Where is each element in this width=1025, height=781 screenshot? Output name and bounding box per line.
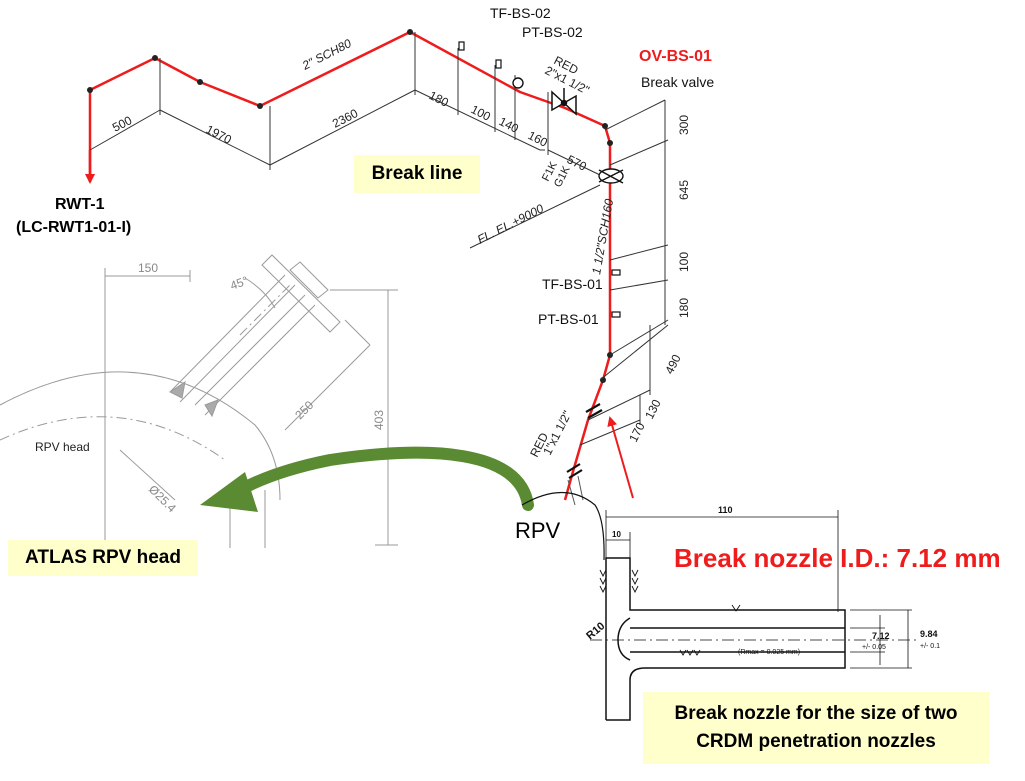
break-nozzle-note-line-2: CRDM penetration nozzles (696, 731, 936, 752)
dim-984-tol: +/- 0.1 (920, 643, 940, 650)
nozzle-stub-lines (567, 475, 584, 506)
reducer-symbols (512, 77, 624, 184)
ov-bs-01-label: OV-BS-01 (639, 48, 712, 65)
dim-150: 150 (138, 261, 158, 275)
tf-bs-01-label: TF-BS-01 (542, 276, 603, 292)
pipe-2in-label: 2" SCH80 (299, 36, 354, 73)
red-bottom-size: 1"x1 1/2" (540, 408, 574, 457)
dim-500: 500 (110, 113, 134, 135)
green-arrow (200, 446, 534, 512)
dim-10: 10 (612, 530, 621, 539)
instrument-taps (458, 41, 621, 318)
dim-490: 490 (662, 352, 684, 376)
dim-100b: 100 (677, 252, 691, 272)
tf-bs-02-label: TF-BS-02 (490, 5, 551, 21)
dim-712-tol: +/- 0.05 (862, 644, 886, 651)
dim-645: 645 (677, 180, 691, 200)
rpv-shell-arc (521, 491, 605, 561)
dim-984: 9.84 (920, 629, 938, 639)
pipe-1-5in-label: 1 1/2"SCH160 (589, 198, 616, 276)
dim-170: 170 (626, 420, 648, 444)
rpv-label: RPV (515, 518, 561, 543)
rmax-label: (Rmax = 0.025 mm) (738, 649, 800, 656)
dim-45: 45° (228, 273, 250, 292)
pt-bs-02-label: PT-BS-02 (522, 24, 583, 40)
dim-403: 403 (372, 410, 386, 430)
dim-300: 300 (677, 115, 691, 135)
dim-2360: 2360 (330, 106, 360, 131)
dim-100a: 100 (469, 102, 493, 124)
break-valve-symbol (551, 88, 577, 116)
flange-symbols (566, 403, 603, 479)
rwt-1-id-label: (LC-RWT1-01-I) (16, 219, 132, 236)
rpv-head-drawing (0, 254, 398, 548)
rwt-1-label: RWT-1 (55, 196, 105, 213)
break-nozzle-note-line-1: Break nozzle for the size of two (674, 703, 958, 724)
dim-180a: 180 (427, 88, 451, 110)
fl-el-label: FL. EL.+9000 (475, 201, 546, 246)
break-line-pipe (85, 30, 612, 501)
break-nozzle-note-callout: Break nozzle for the size of two CRDM pe… (643, 692, 989, 764)
dim-140: 140 (497, 114, 521, 136)
break-line-callout: Break line (354, 155, 480, 193)
dim-712: 7.12 (872, 631, 890, 641)
rpv-head-label: RPV head (35, 440, 90, 454)
dim-130: 130 (642, 397, 664, 421)
dim-r10: R10 (584, 620, 607, 642)
dim-1970: 1970 (204, 122, 234, 147)
pt-bs-01-label: PT-BS-01 (538, 311, 599, 327)
break-nozzle-id-label: Break nozzle I.D.: 7.12 mm (674, 543, 1001, 573)
iso-dimension-lines (89, 32, 669, 446)
dim-180b: 180 (677, 298, 691, 318)
break-nozzle-drawing (590, 510, 920, 721)
weld-symbols (599, 569, 741, 656)
dim-160: 160 (526, 128, 550, 150)
break-valve-label: Break valve (641, 74, 714, 90)
break-nozzle-pointer (607, 416, 634, 499)
dim-110: 110 (718, 505, 733, 515)
atlas-rpv-head-callout: ATLAS RPV head (8, 540, 198, 576)
